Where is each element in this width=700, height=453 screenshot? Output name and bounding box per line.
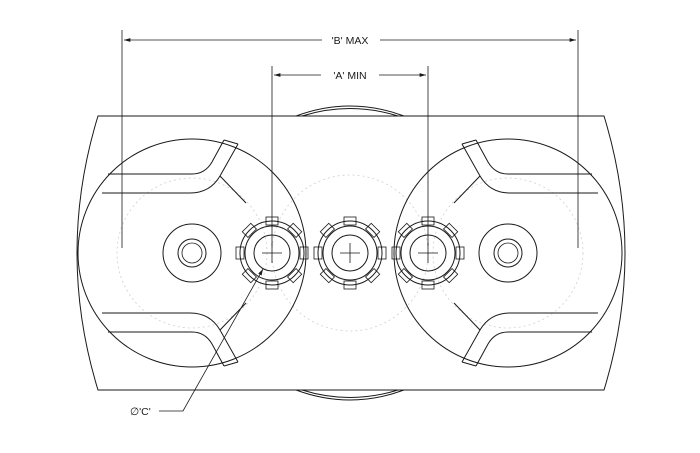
right-rotor-upper-slot-end [453, 175, 481, 204]
dimension-b-max-label: 'B' MAX [332, 35, 369, 47]
housing-outline [76, 115, 626, 391]
right-hub-inner [497, 242, 519, 264]
leader-c-diameter: ∅'C' [130, 268, 264, 418]
left-hub-inner [181, 242, 203, 264]
diameter-c-label: ∅'C' [130, 406, 151, 418]
center-spline-shaft [313, 216, 387, 290]
right-rotor-upper-slot [475, 139, 592, 175]
bottom-hub-bulge-inner [301, 389, 399, 398]
bottom-hub-bulge [295, 389, 405, 401]
right-hub-outer [478, 223, 538, 283]
left-rotor-lower-slot [108, 331, 225, 367]
left-rotor-upper-slot-end [219, 175, 247, 204]
left-hub-outer [162, 223, 222, 283]
dimension-b-max: 'B' MAX [121, 30, 579, 248]
left-rotor [77, 138, 307, 368]
top-hub-bulge [295, 105, 405, 117]
right-rotor-lower-slot-end [453, 302, 481, 331]
right-hub-middle [493, 238, 523, 268]
right-rotor [393, 138, 623, 368]
right-rotor-lower-slot [475, 331, 592, 367]
dimension-a-min: 'A' MIN [271, 66, 429, 246]
top-hub-bulge-inner [301, 108, 399, 117]
left-rotor-lower-slot-end [219, 302, 247, 331]
dimension-a-min-label: 'A' MIN [333, 70, 366, 82]
left-hub-middle [177, 238, 207, 268]
left-rotor-upper-slot [108, 139, 225, 175]
